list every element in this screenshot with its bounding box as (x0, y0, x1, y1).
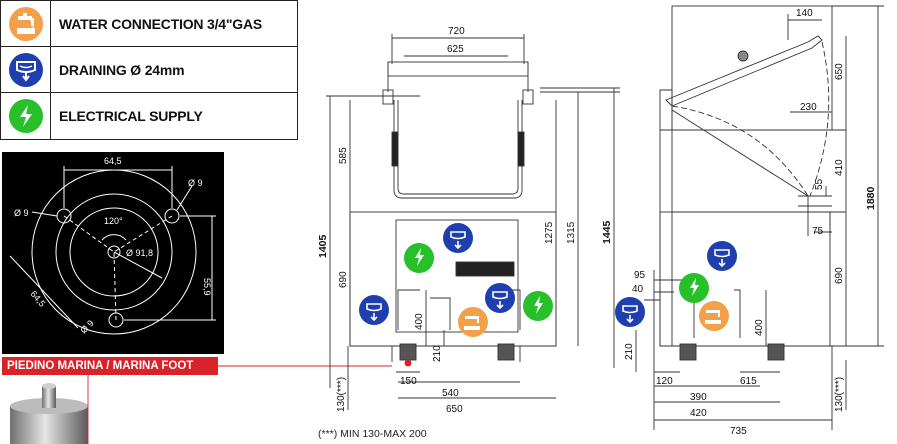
front-dim-130: 130(***) (336, 377, 347, 412)
front-electric-icon-top (404, 243, 434, 273)
side-electric-icon (679, 273, 709, 303)
side-dim-210: 210 (624, 343, 635, 360)
side-dim-40: 40 (632, 284, 644, 295)
side-dim-400: 400 (754, 319, 765, 336)
legend-icon-cell (1, 1, 51, 46)
side-dim-130: 130(***) (834, 377, 845, 412)
front-dim-585: 585 (338, 147, 349, 164)
legend-label-water: WATER CONNECTION 3/4"GAS (59, 15, 263, 32)
legend-label-electric: ELECTRICAL SUPPLY (59, 108, 203, 124)
foot-middle-circle (55, 193, 173, 311)
front-dim-400: 400 (414, 313, 425, 330)
side-dim-140: 140 (796, 8, 813, 19)
side-dim-120: 120 (656, 376, 673, 387)
foot-drawing: 64,5 Ø 9 Ø 9 120° Ø 91,8 55,9 64,5 Ø 9 (9, 156, 216, 335)
legend-row-drain: DRAINING Ø 24mm (1, 47, 297, 93)
legend-icon-cell (1, 93, 51, 139)
marina-foot-banner: PIEDINO MARINA / MARINA FOOT (2, 357, 218, 375)
foot-hole-bottom (108, 312, 124, 328)
legend-icon-cell (1, 47, 51, 92)
legend-label-drain: DRAINING Ø 24mm (59, 61, 185, 78)
front-dim-625: 625 (447, 44, 464, 55)
connection-legend: WATER CONNECTION 3/4"GAS DRAINING Ø 24mm… (0, 0, 298, 140)
front-dim-650: 650 (446, 404, 463, 415)
height-note: (***) MIN 130-MAX 200 (318, 428, 427, 440)
water-tap-icon (9, 7, 43, 41)
front-drain-icon-left (359, 295, 389, 325)
front-drain-icon-right (485, 283, 515, 313)
foot-center-hole (107, 245, 121, 259)
foot-dim-angle: 120° (104, 216, 123, 226)
side-dim-420: 420 (690, 408, 707, 419)
front-drain-icon-top (443, 223, 473, 253)
foot-dim-hole-right: Ø 9 (188, 178, 203, 188)
foot-hole-right (164, 208, 180, 224)
side-dim-690: 690 (834, 267, 845, 284)
front-dim-1445: 1445 (601, 220, 613, 244)
side-dim-230: 230 (800, 102, 817, 113)
side-dim-390: 390 (690, 392, 707, 403)
side-view (644, 5, 846, 361)
front-dim-540: 540 (442, 388, 459, 399)
side-dim-650: 650 (834, 63, 845, 80)
drain-icon (9, 53, 43, 87)
front-water-icon (458, 307, 488, 337)
front-dim-150: 150 (400, 376, 417, 387)
front-electric-icon-right (523, 291, 553, 321)
legend-row-electric: ELECTRICAL SUPPLY (1, 93, 297, 139)
side-drain-icon-top (707, 241, 737, 271)
front-dim-1275: 1275 (544, 221, 555, 244)
side-dim-410: 410 (834, 159, 845, 176)
side-drain-icon-left (615, 297, 645, 327)
front-dim-210: 210 (432, 345, 443, 362)
side-dim-615: 615 (740, 376, 757, 387)
foot-dim-height: 55,9 (202, 278, 212, 296)
side-dim-75: 75 (812, 226, 824, 237)
foot-inner-circle (69, 207, 159, 297)
foot-dim-width: 64,5 (104, 156, 122, 166)
front-dim-720: 720 (448, 26, 465, 37)
lightning-icon (9, 99, 43, 133)
foot-dim-circle: Ø 91,8 (126, 248, 153, 258)
side-dim-95: 95 (634, 270, 646, 281)
front-dim-690: 690 (338, 271, 349, 288)
front-dim-1315: 1315 (566, 221, 577, 244)
side-dim-55: 55 (814, 178, 825, 190)
side-dim-735: 735 (730, 426, 747, 437)
foot-photo (10, 383, 88, 444)
side-dim-1880: 1880 (865, 186, 877, 210)
foot-dim-hole-left: Ø 9 (14, 208, 29, 218)
front-dim-1405: 1405 (317, 234, 329, 258)
marina-foot-detail: 64,5 Ø 9 Ø 9 120° Ø 91,8 55,9 64,5 Ø 9 (2, 152, 224, 354)
side-water-icon (699, 301, 729, 331)
legend-row-water: WATER CONNECTION 3/4"GAS (1, 1, 297, 47)
